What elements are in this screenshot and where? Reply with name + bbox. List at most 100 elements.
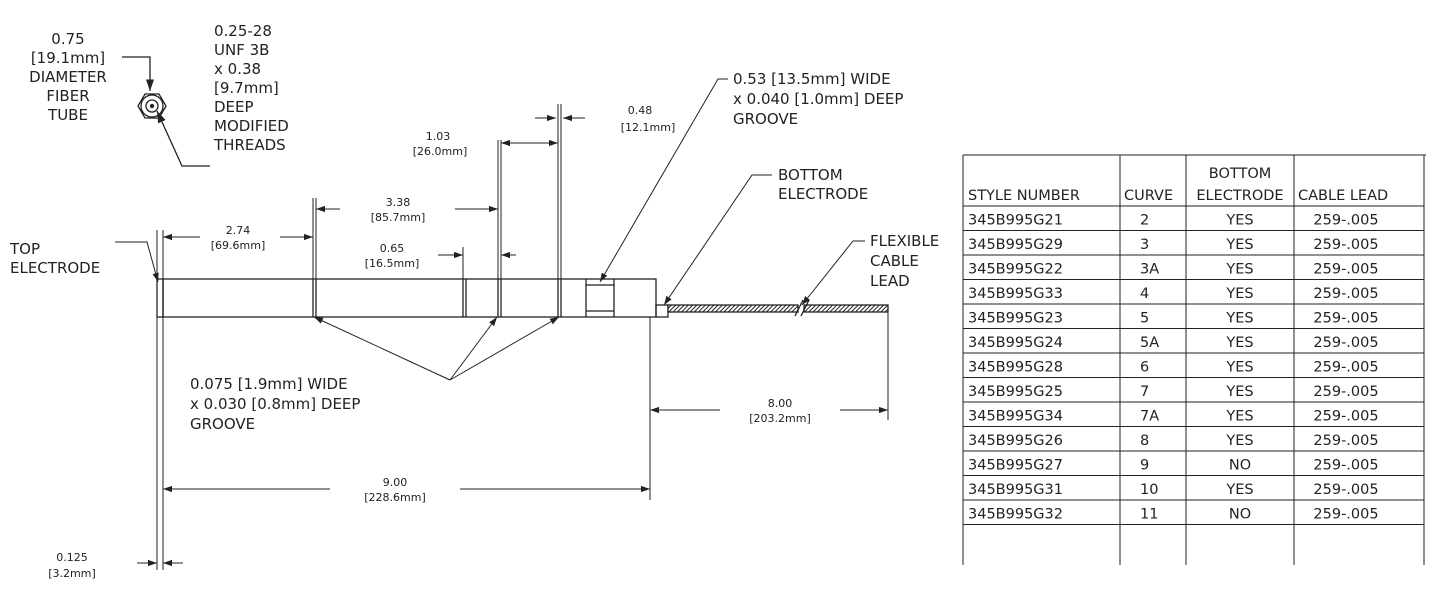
- cell-cable-lead: 259-.005: [1313, 458, 1378, 474]
- cell-bottom-electrode: YES: [1225, 213, 1253, 229]
- thread-line: DEEP: [214, 98, 254, 116]
- cell-bottom-electrode: YES: [1225, 286, 1253, 302]
- cell-curve: 11: [1140, 507, 1158, 523]
- cell-curve: 6: [1140, 360, 1149, 376]
- groove-small-label: 0.075 [1.9mm] WIDE x 0.030 [0.8mm] DEEP …: [190, 375, 360, 433]
- cell-cable-lead: 259-.005: [1313, 433, 1378, 449]
- cell-curve: 2: [1140, 213, 1149, 229]
- svg-text:CABLE: CABLE: [870, 252, 919, 270]
- header-bottom-top: BOTTOM: [1209, 166, 1272, 182]
- svg-text:0.53 [13.5mm] WIDE: 0.53 [13.5mm] WIDE: [733, 70, 891, 88]
- cell-style-number: 345B995G23: [968, 311, 1063, 327]
- cell-bottom-electrode: YES: [1225, 384, 1253, 400]
- svg-text:TOP: TOP: [9, 240, 40, 258]
- cell-cable-lead: 259-.005: [1313, 286, 1378, 302]
- cell-style-number: 345B995G28: [968, 360, 1063, 376]
- cell-curve: 8: [1140, 433, 1149, 449]
- cell-cable-lead: 259-.005: [1313, 311, 1378, 327]
- dim-1-03-mm: [26.0mm]: [413, 145, 468, 158]
- cell-style-number: 345B995G25: [968, 384, 1063, 400]
- table-row-lines: [963, 205, 1424, 525]
- dim-0-125-mm: [3.2mm]: [48, 567, 96, 580]
- cell-style-number: 345B995G31: [968, 482, 1063, 498]
- dim-8-00: 8.00: [768, 397, 793, 410]
- cell-bottom-electrode: YES: [1225, 360, 1253, 376]
- cell-curve: 5: [1140, 311, 1149, 327]
- table-row: 345B995G32 11 NO 259-.005: [968, 507, 1379, 523]
- cell-cable-lead: 259-.005: [1313, 335, 1378, 351]
- diameter-line: TUBE: [47, 106, 88, 124]
- dim-3-38-mm: [85.7mm]: [371, 211, 426, 224]
- cell-bottom-electrode: YES: [1225, 311, 1253, 327]
- cell-curve: 10: [1140, 482, 1158, 498]
- cell-cable-lead: 259-.005: [1313, 237, 1378, 253]
- thread-line: x 0.38: [214, 60, 261, 78]
- dim-8-00-mm: [203.2mm]: [749, 412, 811, 425]
- flexible-cable-label: FLEXIBLE CABLE LEAD: [870, 232, 939, 290]
- table-grid: [962, 154, 1426, 565]
- svg-text:0.075 [1.9mm] WIDE: 0.075 [1.9mm] WIDE: [190, 375, 348, 393]
- svg-text:x 0.040 [1.0mm] DEEP: x 0.040 [1.0mm] DEEP: [733, 90, 903, 108]
- dim-3-38: 3.38: [386, 196, 411, 209]
- cell-style-number: 345B995G34: [968, 409, 1063, 425]
- table-row: 345B995G28 6 YES 259-.005: [968, 360, 1379, 376]
- style-table: STYLE NUMBER CURVE BOTTOM ELECTRODE CABL…: [962, 154, 1426, 565]
- cell-bottom-electrode: NO: [1229, 507, 1251, 523]
- diameter-line: DIAMETER: [29, 68, 107, 86]
- dim-0-65-mm: [16.5mm]: [365, 257, 420, 270]
- bottom-electrode-label: BOTTOM ELECTRODE: [778, 166, 868, 203]
- dim-9-00-mm: [228.6mm]: [364, 491, 426, 504]
- thread-line: MODIFIED: [214, 117, 289, 135]
- svg-text:x 0.030 [0.8mm] DEEP: x 0.030 [0.8mm] DEEP: [190, 395, 360, 413]
- table-row: 345B995G23 5 YES 259-.005: [968, 311, 1379, 327]
- cell-style-number: 345B995G32: [968, 507, 1063, 523]
- svg-text:BOTTOM: BOTTOM: [778, 166, 843, 184]
- cell-cable-lead: 259-.005: [1313, 482, 1378, 498]
- dimension-texts: 0.48 [12.1mm] 1.03 [26.0mm] 3.38 [85.7mm…: [48, 104, 811, 580]
- diameter-line: [19.1mm]: [31, 49, 105, 67]
- cell-bottom-electrode: YES: [1225, 482, 1253, 498]
- cell-curve: 4: [1140, 286, 1149, 302]
- cell-bottom-electrode: YES: [1225, 409, 1253, 425]
- cell-bottom-electrode: YES: [1225, 335, 1253, 351]
- svg-text:LEAD: LEAD: [870, 272, 910, 290]
- table-row: 345B995G34 7A YES 259-.005: [968, 409, 1379, 425]
- cell-cable-lead: 259-.005: [1313, 409, 1378, 425]
- fiber-tube-end-view: [122, 56, 210, 167]
- cell-bottom-electrode: YES: [1225, 262, 1253, 278]
- table-row: 345B995G24 5A YES 259-.005: [968, 335, 1379, 351]
- cell-curve: 3: [1140, 237, 1149, 253]
- thread-label: 0.25-28 UNF 3B x 0.38 [9.7mm] DEEP MODIF…: [213, 22, 289, 154]
- thread-line: [9.7mm]: [214, 79, 279, 97]
- header-style: STYLE NUMBER: [968, 188, 1080, 204]
- dim-2-74: 2.74: [226, 224, 251, 237]
- cell-style-number: 345B995G22: [968, 262, 1063, 278]
- cell-bottom-electrode: NO: [1229, 458, 1251, 474]
- cell-style-number: 345B995G29: [968, 237, 1063, 253]
- cell-curve: 3A: [1140, 262, 1159, 278]
- electrode-body: [156, 278, 669, 318]
- dim-1-03: 1.03: [426, 130, 451, 143]
- svg-text:GROOVE: GROOVE: [733, 110, 798, 128]
- table-row: 345B995G31 10 YES 259-.005: [968, 482, 1379, 498]
- cell-cable-lead: 259-.005: [1313, 360, 1378, 376]
- cell-curve: 5A: [1140, 335, 1159, 351]
- dim-0-48-mm: [12.1mm]: [621, 121, 676, 134]
- header-electrode: ELECTRODE: [1196, 188, 1283, 204]
- cell-style-number: 345B995G24: [968, 335, 1063, 351]
- flexible-cable: [667, 299, 889, 317]
- cell-cable-lead: 259-.005: [1313, 213, 1378, 229]
- cell-cable-lead: 259-.005: [1313, 507, 1378, 523]
- groove-wide-label: 0.53 [13.5mm] WIDE x 0.040 [1.0mm] DEEP …: [733, 70, 903, 128]
- cell-curve: 7A: [1140, 409, 1159, 425]
- thread-line: UNF 3B: [214, 41, 269, 59]
- leader-lines: [115, 78, 865, 381]
- cell-style-number: 345B995G27: [968, 458, 1063, 474]
- header-cable-lead: CABLE LEAD: [1298, 188, 1388, 204]
- table-header: STYLE NUMBER CURVE BOTTOM ELECTRODE CABL…: [968, 166, 1388, 204]
